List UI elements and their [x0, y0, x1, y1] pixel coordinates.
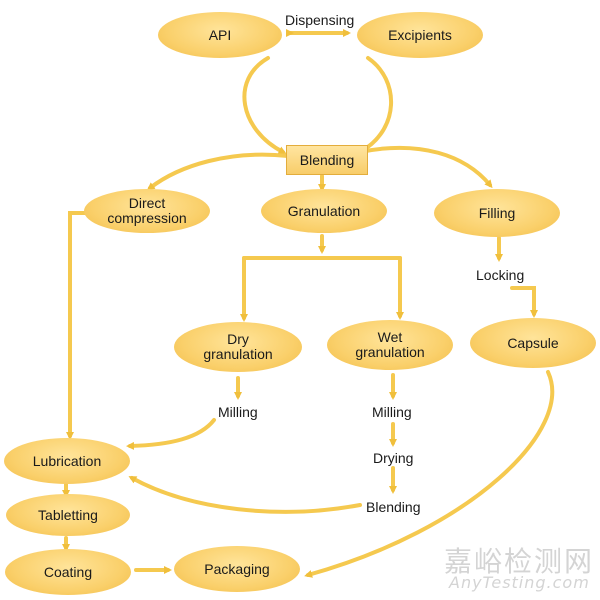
arrow-blending-lubrication [128, 476, 362, 514]
node-dry-granulation: Dry granulation [174, 322, 302, 372]
arrow-excipients-blending [356, 56, 393, 154]
label-drying: Drying [373, 450, 414, 466]
arrow-blending-filling [358, 145, 493, 189]
node-coating: Coating [5, 549, 131, 595]
node-packaging: Packaging [174, 546, 300, 592]
node-wet-granulation: Wet granulation [327, 320, 453, 370]
node-filling: Filling [434, 189, 560, 237]
node-lubrication: Lubrication [4, 438, 130, 484]
label-locking: Locking [476, 267, 525, 283]
watermark-en: AnyTesting.com [449, 573, 590, 592]
arrow-capsule-packaging [304, 370, 555, 578]
arrow-blending-direct [146, 152, 290, 191]
label-milling-dry: Milling [218, 404, 258, 420]
watermark-cn: 嘉峪检测网 [444, 545, 595, 578]
arrow-locking-capsule [510, 286, 538, 318]
label-blending-bottom: Blending [366, 499, 421, 515]
node-capsule: Capsule [470, 318, 596, 368]
label-milling-wet: Milling [372, 404, 412, 420]
node-tabletting: Tabletting [6, 494, 130, 536]
label-dispensing: Dispensing [285, 12, 355, 28]
node-excipients: Excipients [357, 12, 483, 58]
arrow-api-blending [242, 56, 287, 154]
node-blending-top: Blending [286, 145, 368, 175]
arrow-milling-lubrication [126, 418, 216, 450]
node-direct-compression: Direct compression [84, 189, 210, 233]
node-granulation: Granulation [261, 189, 387, 233]
node-api: API [158, 12, 282, 58]
arrow-direct-lubrication [66, 211, 90, 440]
